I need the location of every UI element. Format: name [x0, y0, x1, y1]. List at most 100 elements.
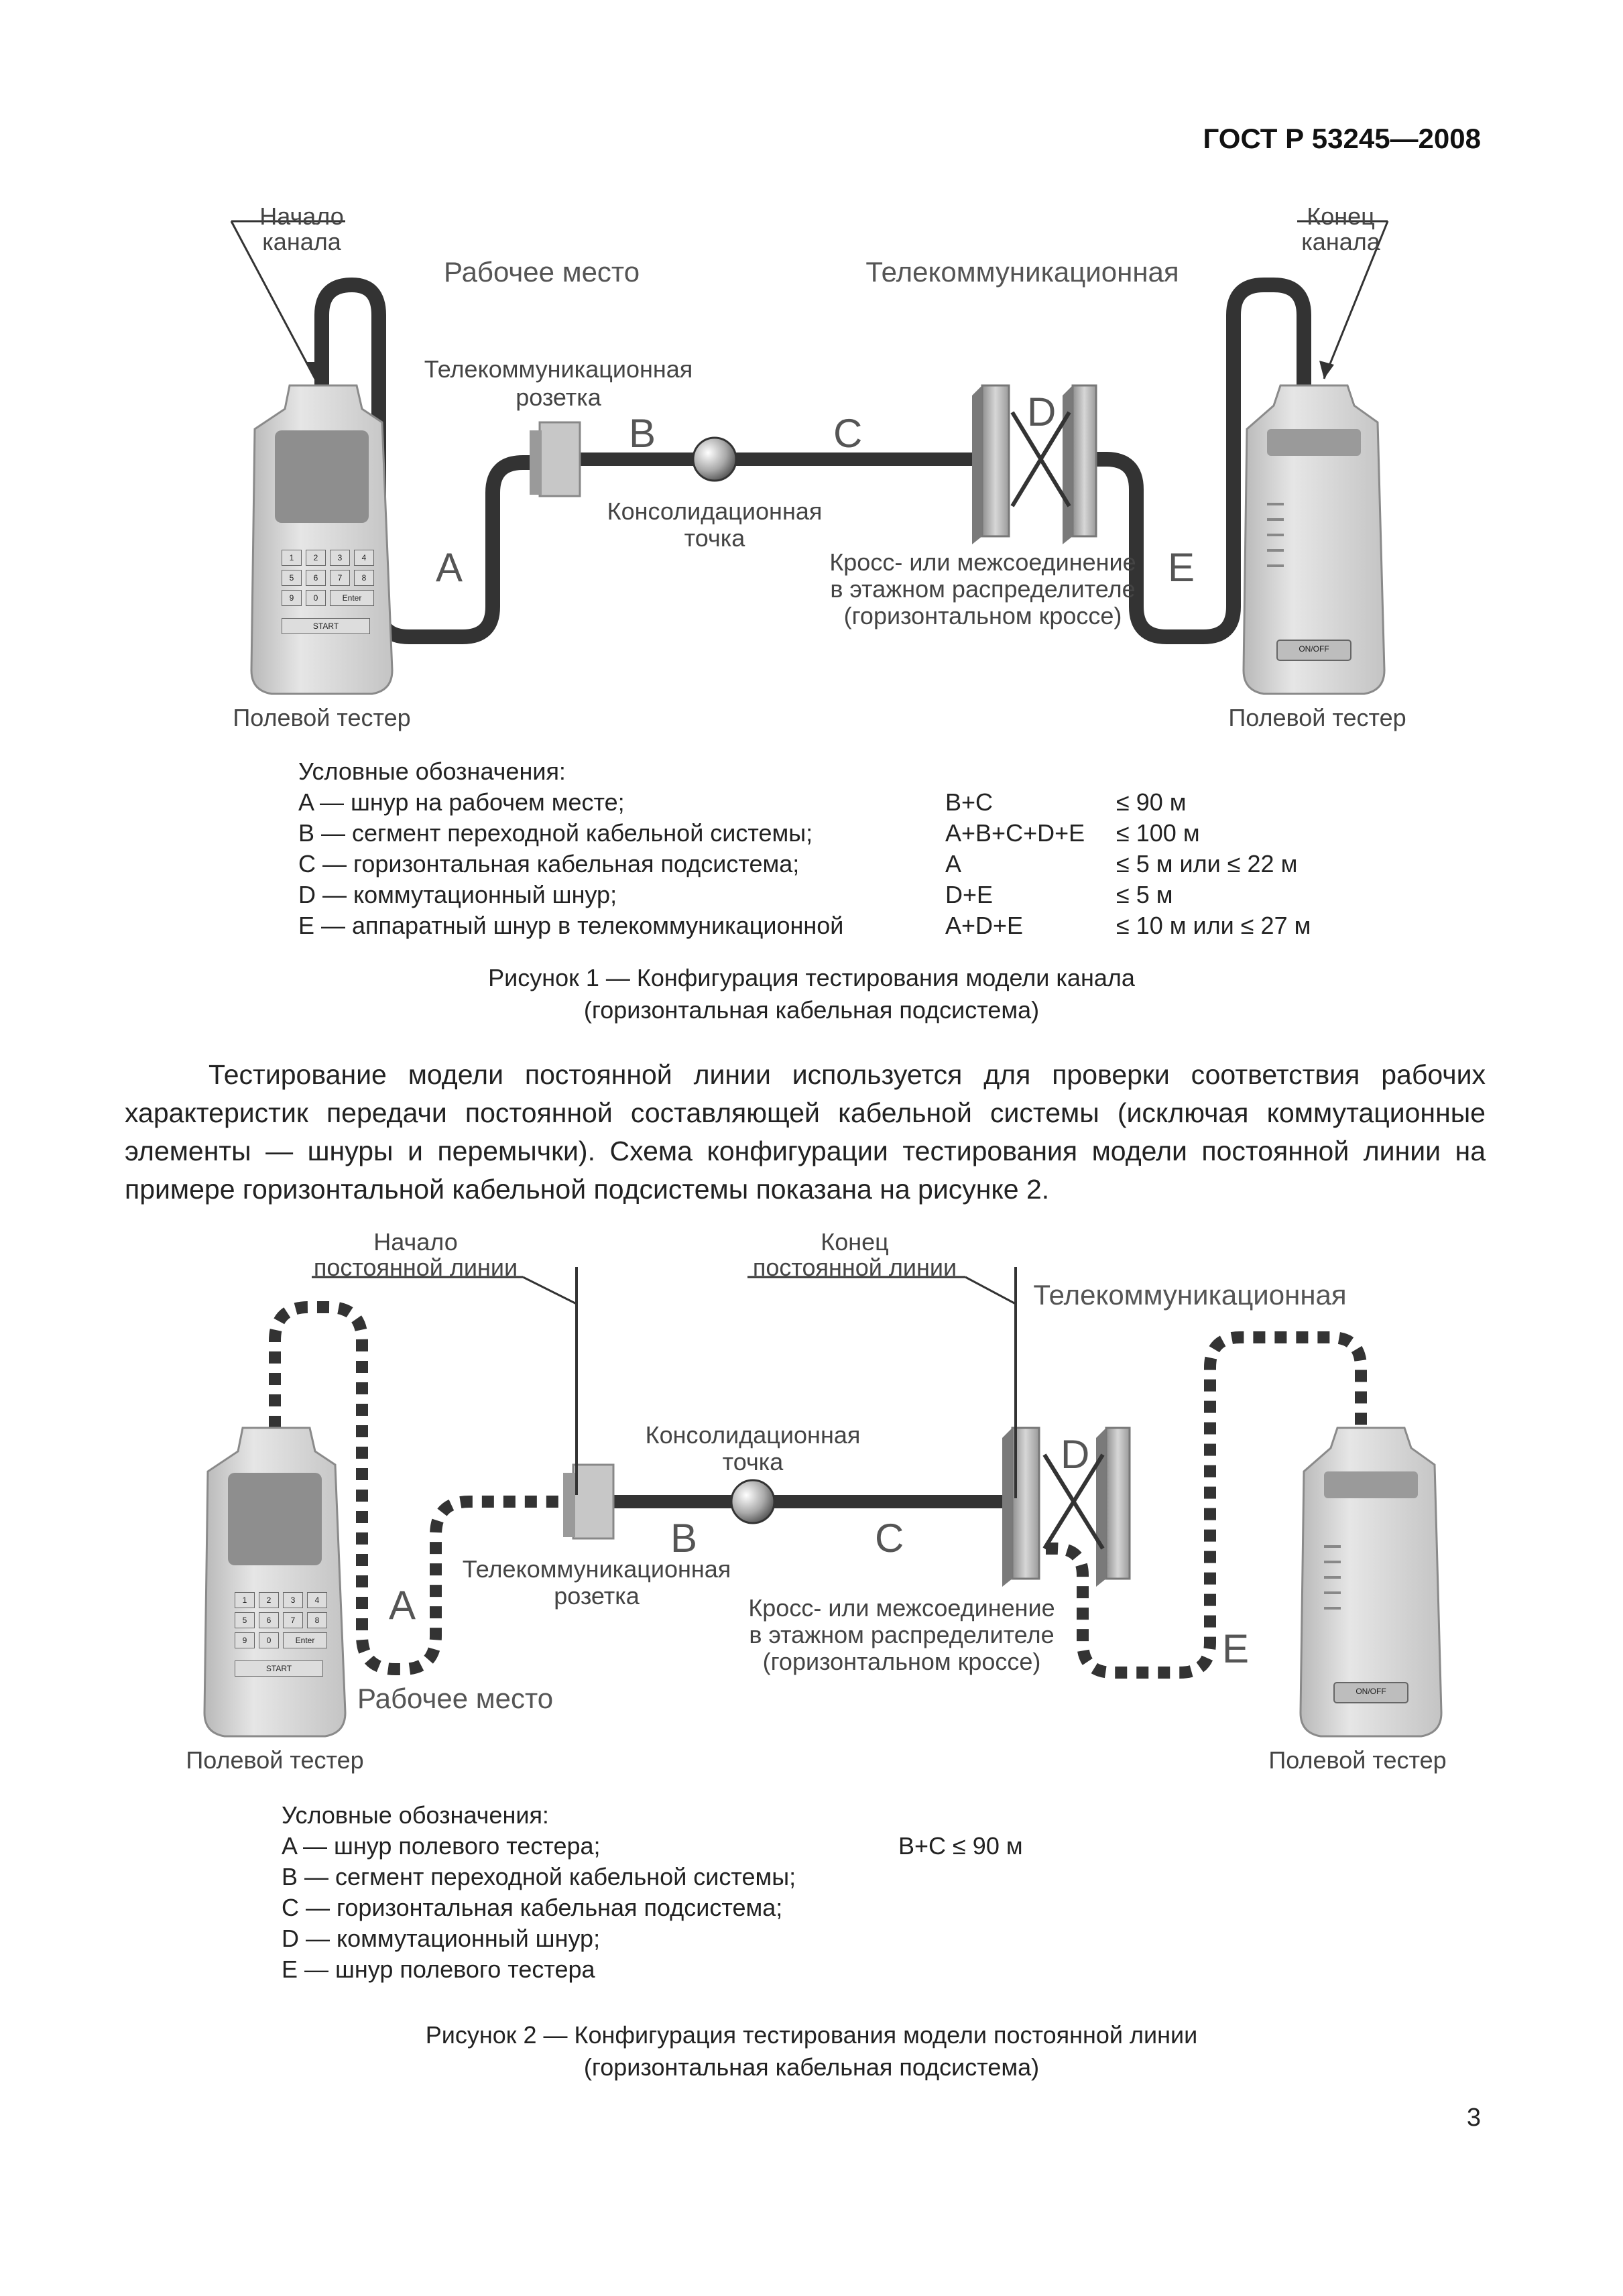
start-pointer [230, 220, 345, 379]
consolidation-label-1: Консолидационная [607, 497, 823, 525]
permanent-link-end-2: постоянной линии [752, 1254, 957, 1281]
legend-row: D — коммутационный шнур; [282, 1925, 601, 1952]
key: 1 [235, 1592, 255, 1608]
key: 2 [259, 1592, 279, 1608]
channel-start-label-2: канала [262, 228, 341, 255]
key: 4 [354, 550, 374, 566]
legend-row: C — горизонтальная кабельная подсистема; [282, 1894, 783, 1921]
channel-end-label-1: Конец [1307, 202, 1375, 230]
figure-1-caption: Рисунок 1 — Конфигурация тестирования мо… [488, 964, 1135, 1024]
tester-keypad: 1 2 3 4 5 6 7 8 9 0 Enter START [235, 1592, 328, 1677]
tester-keypad: 1 2 3 4 5 6 7 8 9 0 Enter START [282, 550, 375, 634]
start-button: START [282, 618, 370, 634]
key: 3 [283, 1592, 303, 1608]
cross-label-2: в этажном распределителе [830, 575, 1136, 603]
letter-e: E [1168, 545, 1195, 590]
key: 6 [259, 1612, 279, 1628]
telecom-outlet [530, 421, 581, 497]
key: 1 [282, 550, 302, 566]
cross-label-2: в этажном распределителе [749, 1621, 1055, 1648]
end-pointer [1297, 220, 1389, 379]
outlet-label-2: розетка [554, 1582, 640, 1610]
document-id: ГОСТ Р 53245—2008 [1203, 123, 1481, 154]
key: 7 [283, 1612, 303, 1628]
telecom-outlet [563, 1463, 615, 1540]
legend-row: E — аппаратный шнур в телекоммуникационн… [298, 912, 1311, 939]
letter-b: B [629, 411, 656, 456]
body-paragraph: Тестирование модели постоянной линии исп… [125, 1059, 1486, 1205]
telecom-title: Телекоммуникационная [865, 256, 1179, 288]
key: 4 [307, 1592, 327, 1608]
key: 7 [330, 570, 350, 586]
legend-row: A — шнур на рабочем месте;B+C≤ 90 м [298, 788, 1187, 816]
cross-label-1: Кросс- или межсоединение [748, 1594, 1055, 1622]
field-tester-right [1299, 1427, 1443, 1738]
letter-c: C [875, 1516, 904, 1561]
figure-1-diagram [230, 220, 1389, 695]
key: 5 [235, 1612, 255, 1628]
key: 8 [307, 1612, 327, 1628]
cross-connect [1002, 1427, 1131, 1587]
letter-d: D [1061, 1432, 1090, 1477]
consolidation-point [692, 436, 737, 482]
legend-row: D — коммутационный шнур;D+E≤ 5 м [298, 881, 1173, 908]
key: 0 [259, 1632, 279, 1648]
channel-end-label-2: канала [1301, 228, 1380, 255]
key: 3 [330, 550, 350, 566]
workplace-label: Рабочее место [357, 1683, 554, 1714]
legend-row: C — горизонтальная кабельная подсистема;… [298, 850, 1298, 878]
key: 8 [354, 570, 374, 586]
key-enter: Enter [330, 590, 374, 606]
permanent-link-end-1: Конец [821, 1228, 889, 1256]
letter-a: A [436, 545, 463, 590]
consolidation-label-2: точка [722, 1448, 784, 1475]
onoff-button: ON/OFF [1299, 644, 1329, 654]
cross-label-1: Кросс- или межсоединение [829, 548, 1136, 576]
permanent-link-end-pointer [747, 1267, 1017, 1498]
legend-row: A — шнур полевого тестера;B+C ≤ 90 м [282, 1832, 1023, 1860]
letter-b: B [670, 1516, 698, 1561]
consolidation-label-1: Консолидационная [645, 1421, 861, 1449]
outlet-label-1: Телекоммуникационная [462, 1555, 731, 1583]
key-enter: Enter [283, 1632, 327, 1648]
outlet-label-2: розетка [516, 383, 601, 411]
outlet-label-1: Телекоммуникационная [424, 355, 693, 383]
figure-2-diagram [203, 1267, 1443, 1738]
permanent-link-start-1: Начало [373, 1228, 458, 1256]
letter-d: D [1027, 389, 1057, 434]
letter-e: E [1222, 1626, 1250, 1671]
tester-left-label: Полевой тестер [186, 1746, 364, 1774]
consolidation-label-2: точка [684, 524, 745, 552]
permanent-link-start-2: постоянной линии [313, 1254, 518, 1281]
figure-2-legend: Условные обозначения: A — шнур полевого … [282, 1800, 1220, 1985]
page-number: 3 [1466, 2104, 1481, 2132]
start-button: START [235, 1660, 323, 1677]
legend-row: E — шнур полевого тестера [282, 1955, 595, 1983]
key: 9 [282, 590, 302, 606]
workplace-label: Рабочее место [443, 256, 640, 288]
key: 9 [235, 1632, 255, 1648]
key: 0 [306, 590, 326, 606]
key: 2 [306, 550, 326, 566]
channel-start-label-1: Начало [259, 202, 344, 230]
key: 6 [306, 570, 326, 586]
cable-a-dashed [269, 1301, 577, 1675]
tester-right-label: Полевой тестер [1228, 704, 1406, 731]
field-tester-left [203, 1427, 347, 1738]
tester-left-label: Полевой тестер [233, 704, 411, 731]
legend-row: B — сегмент переходной кабельной системы… [298, 819, 1200, 847]
figure-1: 1 2 3 4 5 6 7 8 9 0 Enter START ON/OFF Н… [0, 0, 1623, 1046]
cable-e-dashed [1046, 1331, 1367, 1679]
cross-label-3: (горизонтальном кроссе) [762, 1648, 1041, 1675]
legend-title: Условные обозначения: [282, 1801, 549, 1829]
onoff-button: ON/OFF [1356, 1687, 1386, 1696]
cross-label-3: (горизонтальном кроссе) [843, 602, 1122, 629]
key: 5 [282, 570, 302, 586]
cable-e [1079, 278, 1311, 644]
cross-connect [972, 384, 1097, 544]
figure-2-caption: Рисунок 2 — Конфигурация тестирования мо… [425, 2021, 1198, 2081]
field-tester-right [1242, 384, 1386, 695]
figure-1-legend: Условные обозначения: A — шнур на рабоче… [298, 756, 1371, 941]
legend-title: Условные обозначения: [298, 758, 566, 785]
consolidation-point [730, 1479, 776, 1524]
